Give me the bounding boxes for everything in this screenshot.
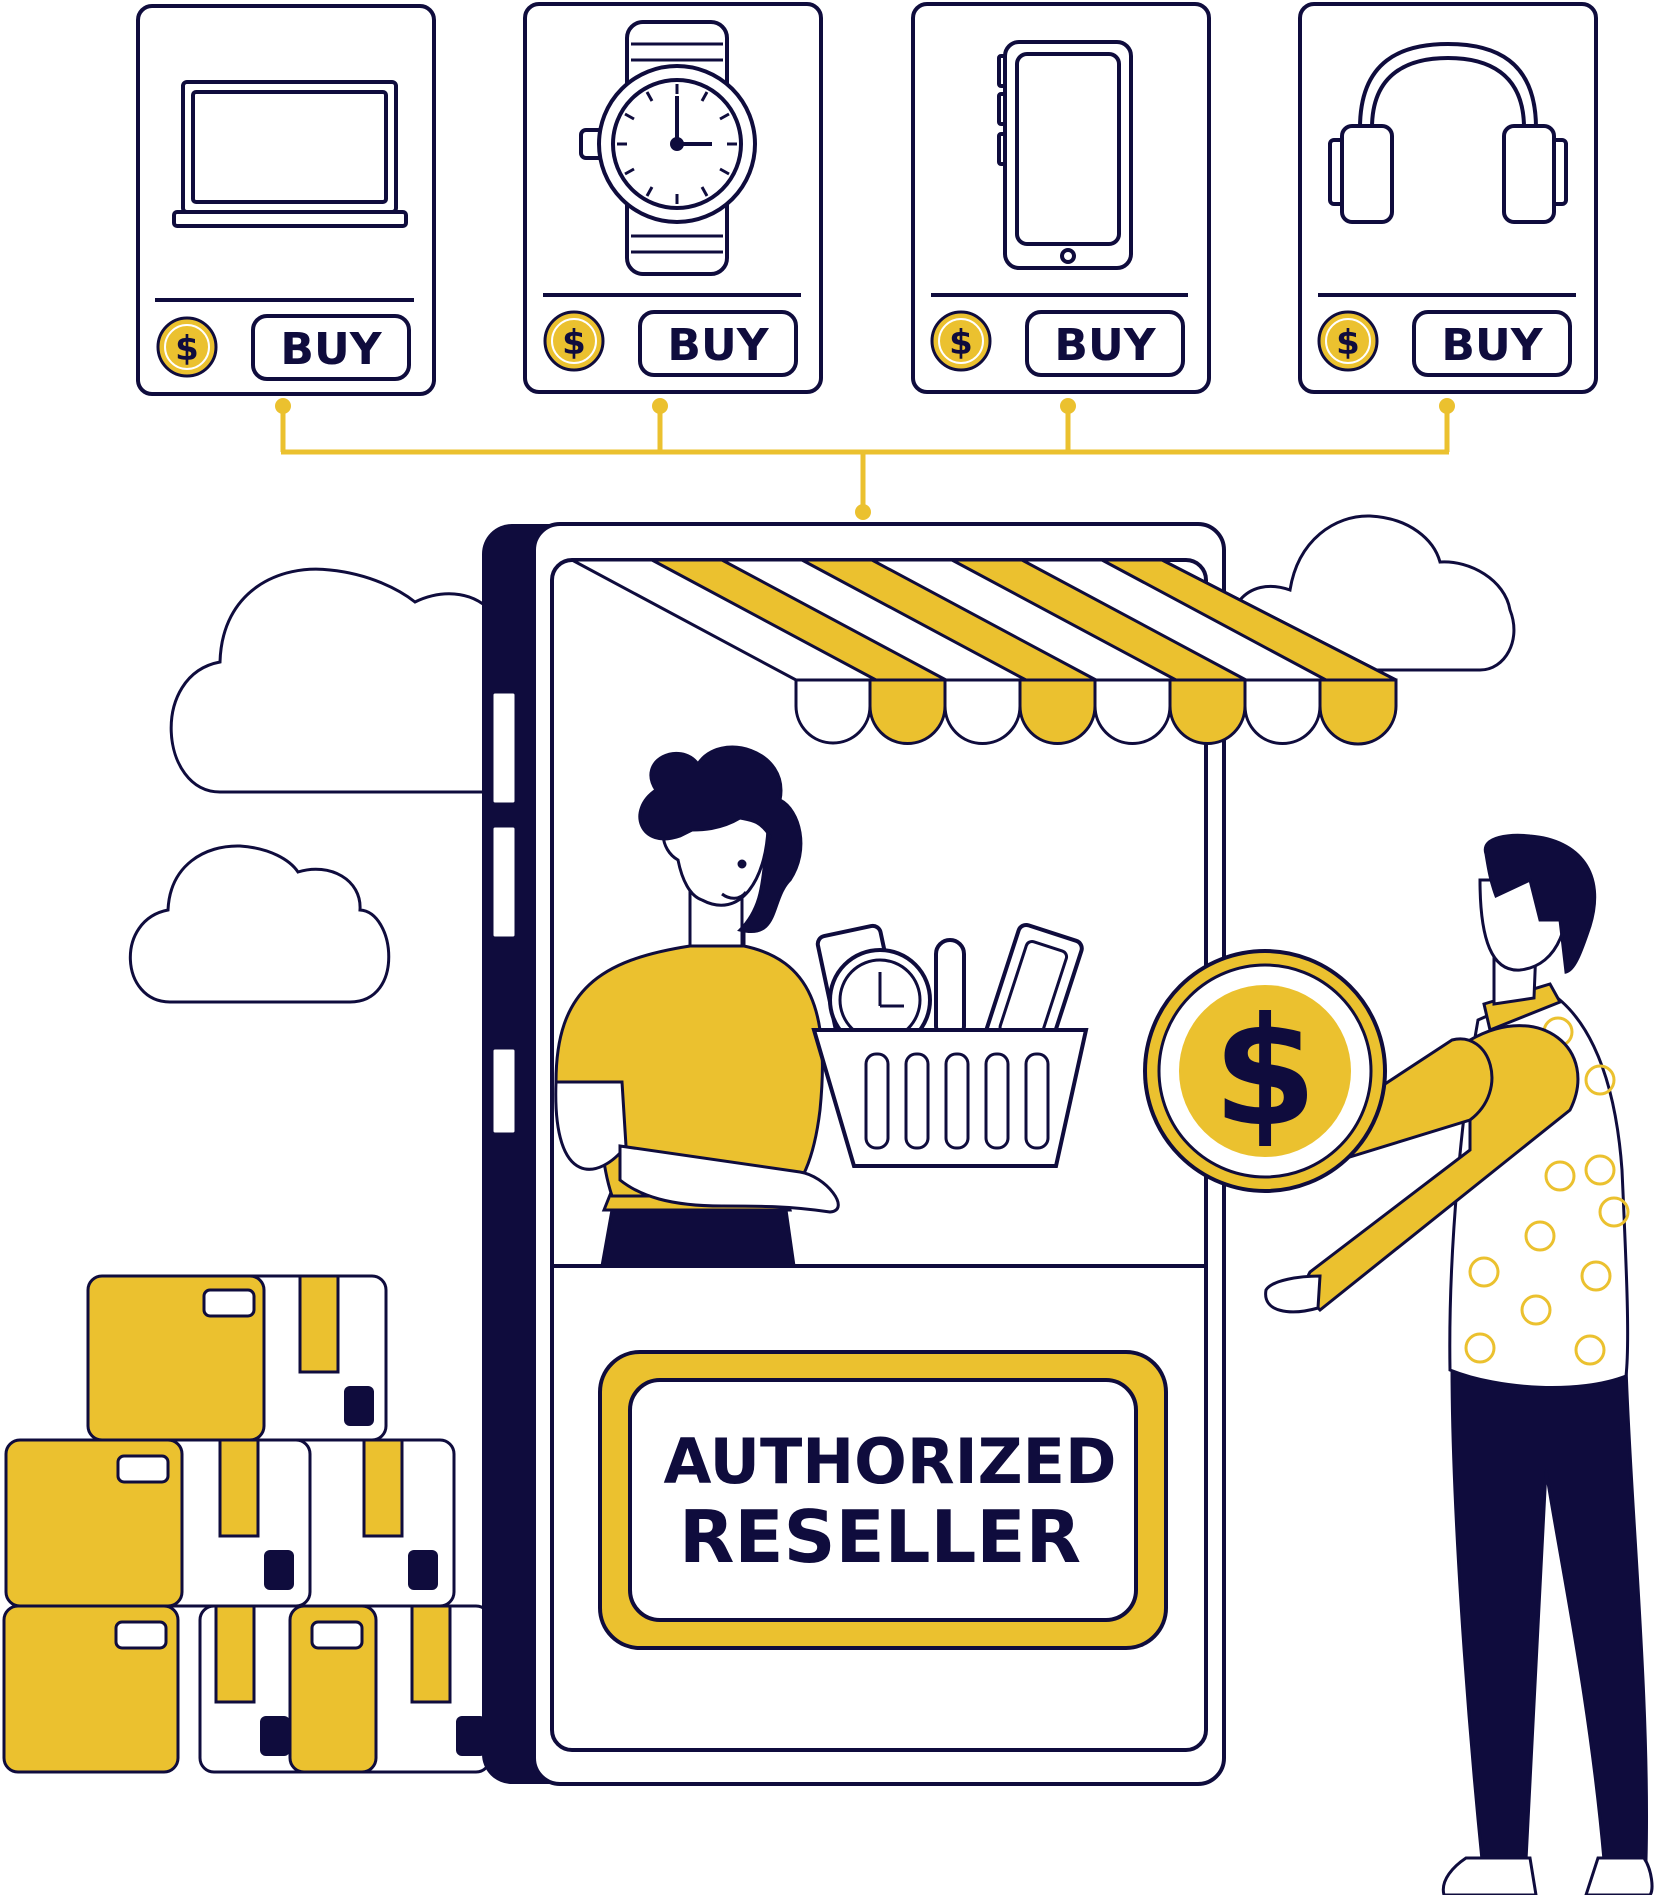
buy-button-label: BUY xyxy=(280,324,382,375)
phone-side-buttons xyxy=(490,690,518,1136)
connector-lines xyxy=(280,404,1450,512)
shopkeeper-figure xyxy=(554,745,840,1268)
cloud-icon xyxy=(1238,514,1516,672)
coin-icon: $ xyxy=(543,310,605,372)
awning xyxy=(571,558,1398,746)
coin-symbol: $ xyxy=(562,323,586,363)
wristwatch-icon xyxy=(579,20,757,276)
dollar-coin-icon: $ xyxy=(1143,949,1387,1193)
product-card-laptop[interactable]: $ BUY xyxy=(136,4,436,396)
coin-icon: $ xyxy=(156,316,218,378)
buy-button-label: BUY xyxy=(1054,320,1156,371)
product-card-headphones[interactable]: $ BUY xyxy=(1298,2,1598,394)
cloud-icon xyxy=(128,844,391,1004)
coin-dollar-symbol: $ xyxy=(1213,986,1317,1160)
coin-symbol: $ xyxy=(175,329,199,369)
shopping-basket xyxy=(811,922,1089,1168)
sign-line-2: RESELLER xyxy=(679,1495,1081,1579)
buy-button[interactable]: BUY xyxy=(1412,310,1572,377)
authorized-reseller-sign: AUTHORIZED RESELLER xyxy=(598,1350,1168,1650)
laptop-icon xyxy=(172,80,408,228)
coin-icon: $ xyxy=(1317,310,1379,372)
buy-button-label: BUY xyxy=(1441,320,1543,371)
coin-symbol: $ xyxy=(1336,323,1360,363)
buy-button[interactable]: BUY xyxy=(638,310,798,377)
cloud-icon xyxy=(169,567,492,794)
package-box xyxy=(2,1604,492,1774)
product-card-phone[interactable]: $ BUY xyxy=(911,2,1211,394)
headphones-icon xyxy=(1328,41,1568,224)
package-box xyxy=(86,1274,388,1442)
product-card-watch[interactable]: $ BUY xyxy=(523,2,823,394)
buy-button-label: BUY xyxy=(667,320,769,371)
connector-dots xyxy=(275,398,1455,520)
package-box xyxy=(4,1438,312,1608)
box-stack xyxy=(2,1274,492,1774)
buy-button[interactable]: BUY xyxy=(1025,310,1185,377)
coin-symbol: $ xyxy=(949,323,973,363)
customer-figure xyxy=(1264,833,1654,1895)
coin-icon: $ xyxy=(930,310,992,372)
sign-line-1: AUTHORIZED xyxy=(664,1425,1117,1498)
smartphone-icon xyxy=(997,40,1133,270)
buy-button[interactable]: BUY xyxy=(251,314,411,381)
